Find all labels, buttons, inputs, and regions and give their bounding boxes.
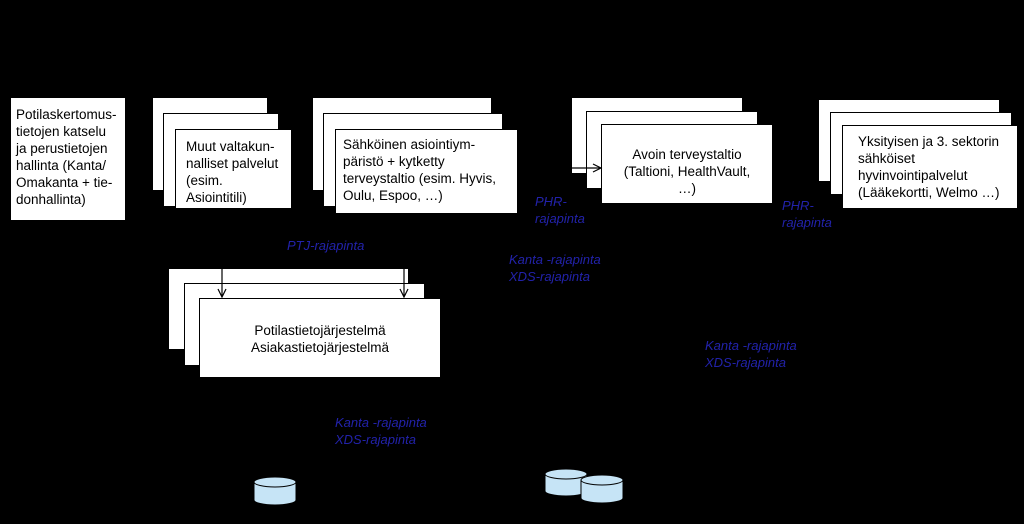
kanta-xds-interface-label-1: Kanta -rajapinta XDS-rajapinta <box>509 252 601 284</box>
terveystaltio-label: Avoin terveystaltio (Taltioni, HealthVau… <box>623 147 751 196</box>
terveystaltio-box <box>601 124 773 204</box>
phr-interface-label-2: PHR- rajapinta <box>782 198 832 230</box>
ptj-arrowhead-left <box>217 288 227 299</box>
yksityinen-box <box>842 125 1018 209</box>
database-icon-3 <box>580 474 624 504</box>
asiointiymparisto-label: Sähköinen asiointiym- päristö + kytketty… <box>343 137 497 203</box>
valtakunnalliset-label: Muut valtakun- nalliset palvelut (esim. … <box>186 139 279 205</box>
database-icon-2 <box>544 468 588 497</box>
kanta-xds-interface-label-2: Kanta -rajapinta XDS-rajapinta <box>705 338 797 370</box>
kanta-xds-interface-label-3: Kanta -rajapinta XDS-rajapinta <box>335 415 427 447</box>
asiointiymparisto-box <box>335 129 518 214</box>
omakanta-label: Potilaskertomus- tietojen katselu ja per… <box>16 107 117 207</box>
ptj-arrowhead-right <box>399 288 409 299</box>
terveystaltio-arrowhead <box>592 163 603 173</box>
ptj-label: Potilastietojärjestelmä Asiakastietojärj… <box>250 323 390 355</box>
yksityinen-label: Yksityisen ja 3. sektorin sähköiset hyvi… <box>858 134 1000 200</box>
valtakunnalliset-box <box>175 129 292 209</box>
database-icon-1 <box>253 476 297 506</box>
omakanta-box <box>10 97 126 221</box>
ptj-box <box>199 298 441 378</box>
ptj-interface-label: PTJ-rajapinta <box>287 238 365 253</box>
phr-interface-label-1: PHR- rajapinta <box>535 194 585 226</box>
